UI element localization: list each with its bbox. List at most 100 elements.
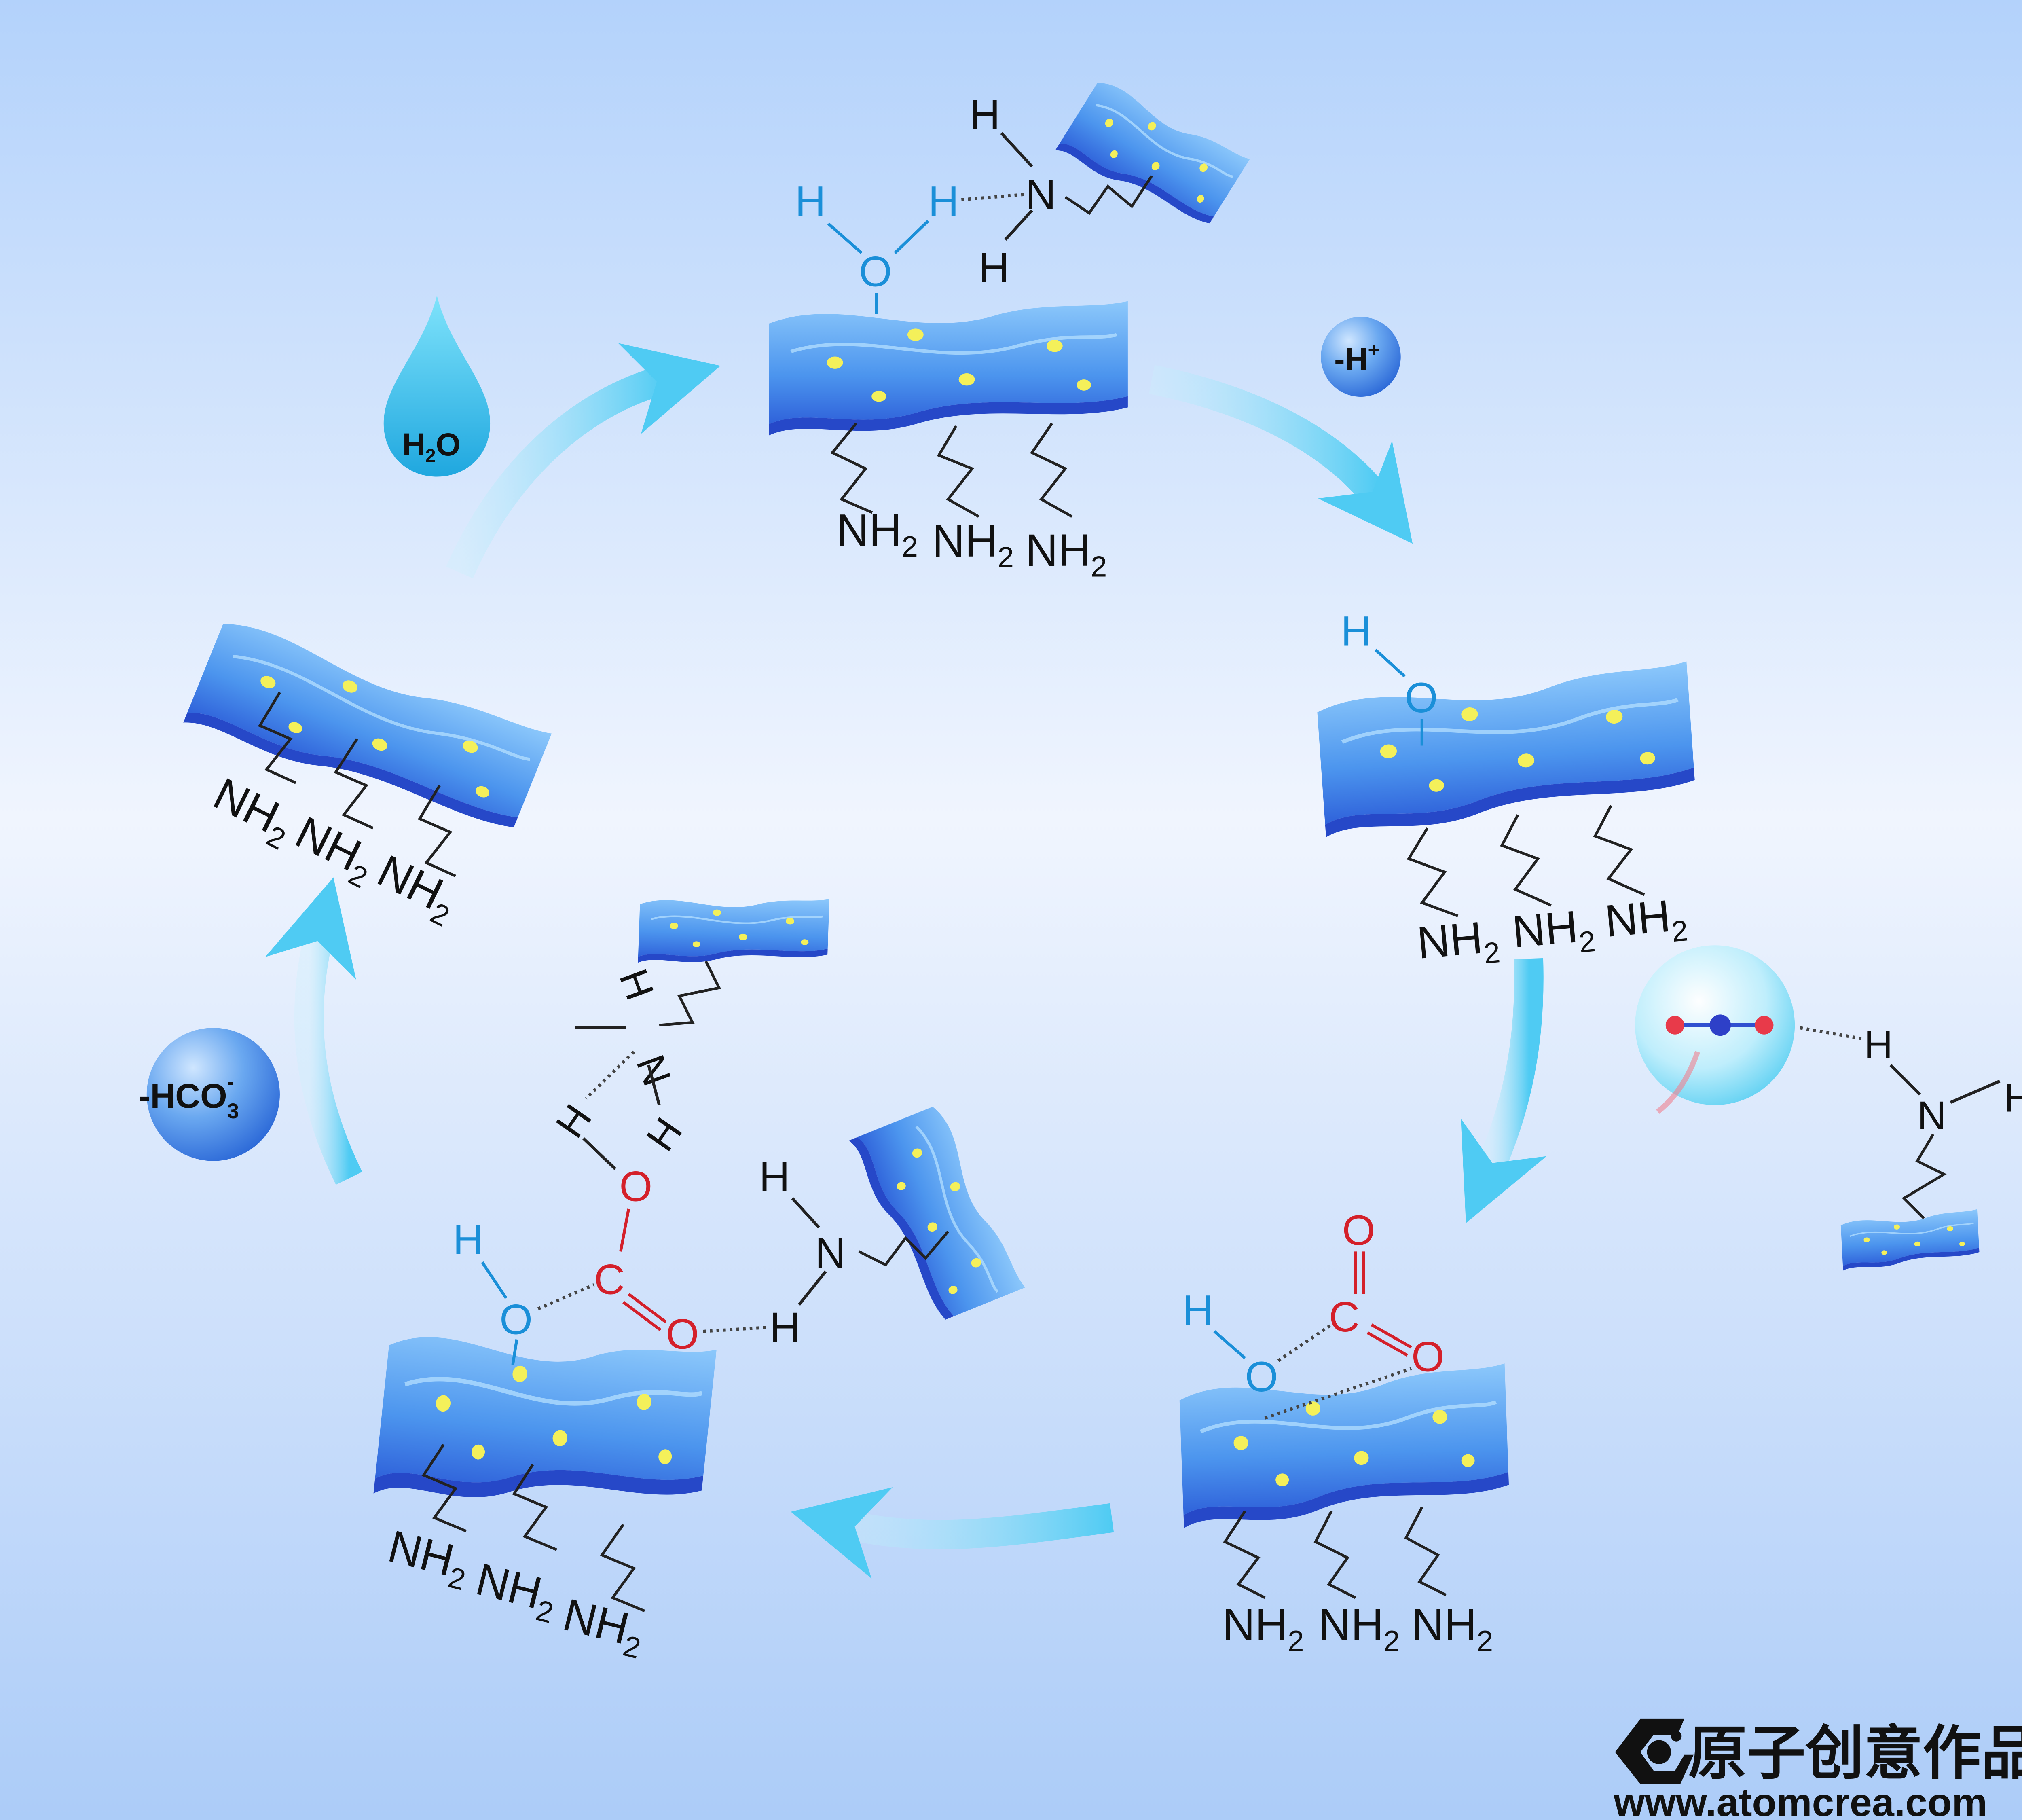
bond-or-chain-line	[1223, 1510, 1266, 1599]
bond-or-chain-line	[791, 1197, 820, 1229]
watermark-logo: 原子创意作品 www.atomcrea.com	[1613, 1718, 2022, 1820]
bond-or-chain-line	[1593, 805, 1645, 896]
bond-or-chain-line	[894, 220, 929, 254]
atom-label: 原子创意作品	[1688, 1721, 2022, 1786]
atom-label: H	[2004, 1076, 2022, 1120]
bond-or-chain-line	[619, 1208, 630, 1252]
bond-or-chain-line	[421, 1443, 467, 1532]
atom-label: NH2	[1510, 900, 1597, 965]
bond-or-chain-line	[937, 425, 979, 518]
bond-or-chain-line	[1213, 1330, 1246, 1359]
bond-or-chain-line	[585, 1050, 635, 1100]
bond-or-chain-line	[258, 692, 296, 784]
bond-or-chain-line	[1647, 1740, 1671, 1764]
state-right: H O NH2 NH2 NH2	[1316, 608, 1697, 976]
bond-or-chain-line	[622, 1301, 662, 1331]
bond-or-chain-line	[703, 1326, 768, 1333]
atom-label: H	[979, 244, 1009, 292]
bond-or-chain-line	[961, 193, 1026, 201]
atom-label: N	[1917, 1093, 1946, 1138]
bond-or-chain-line	[1500, 814, 1552, 907]
atom-label: O	[1411, 1333, 1445, 1381]
water-drop: H2O	[383, 295, 491, 477]
bond-or-chain-line	[628, 1293, 667, 1323]
atom-label: N	[815, 1230, 846, 1277]
proton-loss-badge	[1321, 317, 1401, 397]
atom-label: O	[1342, 1207, 1375, 1254]
bond-or-chain-line	[1950, 1079, 2001, 1104]
bond-or-chain-line	[1004, 209, 1033, 241]
bond-or-chain-line	[1064, 175, 1153, 215]
bond-or-chain-line	[1404, 1506, 1447, 1596]
bond-or-chain-line	[1656, 1051, 1701, 1114]
bond-or-chain-line	[1889, 1064, 1921, 1096]
atom-label: www.atomcrea.com	[1613, 1780, 1987, 1820]
cycle-arrow-up-left	[265, 877, 362, 1185]
co2-capture: H N H	[1635, 945, 2022, 1270]
bond-or-chain-line	[1264, 1367, 1412, 1420]
atom-label: H	[1182, 1287, 1213, 1334]
atom-label: C	[594, 1256, 625, 1304]
bond-or-chain-line	[512, 1464, 557, 1551]
bond-or-chain-line	[830, 422, 873, 514]
atom-label: H	[759, 1153, 790, 1201]
bond-or-chain-line	[1277, 1323, 1332, 1362]
bond-or-chain-line	[1615, 1718, 1694, 1784]
atom-label: O	[859, 248, 892, 296]
bond-or-chain-line	[797, 1270, 827, 1306]
atom-label: O	[666, 1311, 699, 1358]
bond-or-chain-line	[1366, 1331, 1408, 1357]
atom-label: H	[1341, 608, 1372, 655]
cycle-arrow-to-bottom-left	[791, 1487, 1114, 1579]
state-top: NH2 NH2 NH2 H H O N H H -H+	[769, 69, 1401, 583]
bond-or-chain-line	[1030, 422, 1073, 518]
atom-label: H	[770, 1304, 800, 1351]
atom-label: NH2	[1411, 1600, 1493, 1657]
bond-or-chain-line	[417, 785, 456, 878]
atom-label: C	[1329, 1293, 1360, 1341]
bond-or-chain-line	[1671, 1731, 1682, 1742]
bond-or-chain-line	[511, 1339, 518, 1365]
atom-label: H	[928, 178, 959, 225]
water-drop-icon	[383, 295, 491, 477]
bond-or-chain-line	[647, 1064, 661, 1106]
atom-label: O	[499, 1296, 533, 1343]
atom-label: H	[969, 91, 1000, 138]
cycle-arrow-down-right	[1461, 958, 1547, 1223]
atom-label: H2O	[402, 426, 461, 466]
bond-or-chain-line	[659, 961, 721, 1027]
bond-or-chain-line	[1901, 1133, 1947, 1219]
bond-or-chain-line	[582, 1137, 617, 1170]
bond-or-chain-line	[1709, 1014, 1731, 1036]
bond-or-chain-line	[1755, 1016, 1774, 1035]
atom-label: H	[1864, 1022, 1893, 1067]
cycle-arrow-to-top	[446, 343, 721, 579]
bond-or-chain-line	[1374, 648, 1406, 677]
bicarbonate-loss-badge	[146, 1028, 280, 1161]
bond-or-chain-line	[858, 1230, 949, 1267]
atom-label: O	[619, 1163, 652, 1210]
atom-label: H	[795, 178, 826, 225]
bond-or-chain-line	[827, 222, 863, 254]
bond-or-chain-line: NH2 NH2 NH2	[1415, 889, 1690, 976]
atom-label: NH2	[932, 516, 1014, 574]
bond-or-chain-line	[1665, 1016, 1684, 1035]
atom-label: H	[453, 1216, 484, 1263]
bond-or-chain-line	[1000, 132, 1033, 167]
bond-or-chain-line	[1371, 1323, 1412, 1349]
bond-or-chain-line	[481, 1261, 508, 1299]
atom-label: NH2	[1415, 911, 1502, 976]
bond-or-chain-line	[600, 1524, 645, 1613]
atom-label: NH2	[1223, 1600, 1304, 1657]
bond-or-chain-line	[334, 738, 374, 830]
bond-or-chain-line	[1407, 827, 1459, 917]
atom-label: NH2	[1318, 1600, 1400, 1657]
atom-label: O	[1405, 674, 1438, 722]
state-bottom-right: O C O H O NH2 NH2 NH2	[1179, 1207, 1510, 1657]
cycle-arrow-to-right	[1149, 365, 1413, 544]
atom-label: -HCO3-	[139, 1070, 239, 1123]
atom-label: NH2	[836, 505, 918, 563]
atom-label: NH2	[1603, 889, 1690, 954]
